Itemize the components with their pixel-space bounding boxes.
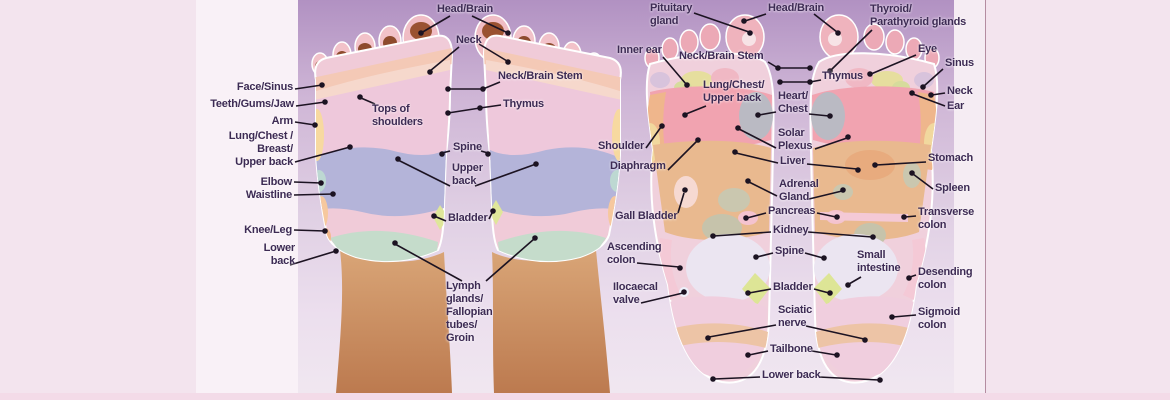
right-margin-strip (954, 0, 986, 393)
label-kidney: Kidney (773, 224, 809, 236)
label-ear-right: Ear (947, 100, 965, 112)
label-ilocaecal-valve: Ilocaecal valve (613, 281, 658, 306)
legs (336, 250, 610, 393)
label-thyroid-parathyroid-glands: Thyroid/ Parathyroid glands (870, 3, 967, 28)
label-tailbone: Tailbone (770, 343, 813, 355)
label-diaphragm: Diaphragm (610, 160, 666, 172)
label-ascending-colon: Ascending colon (607, 241, 662, 266)
label-lung-chest-upper-back-right: Lung/Chest/ Upper back (703, 79, 765, 104)
label-lower-back-right: Lower back (762, 369, 821, 381)
label-eye: Eye (918, 43, 937, 55)
label-thymus-right: Thymus (822, 70, 863, 82)
label-adrenal-gland: Adrenal Gland (779, 178, 819, 203)
label-thymus-left: Thymus (503, 98, 544, 110)
label-elbow: Elbow (260, 176, 293, 188)
label-neck-brain-stem-left: Neck/Brain Stem (498, 70, 583, 82)
label-sciatic-nerve: Sciatic nerve (778, 304, 813, 329)
label-pancreas: Pancreas (768, 205, 816, 217)
label-lower-back-left: Lower back (263, 242, 296, 267)
label-sinus-right: Sinus (945, 57, 974, 69)
label-knee-leg: Knee/Leg (244, 224, 292, 236)
label-upper-back-left: Upper back (452, 162, 483, 187)
label-lymph-glands-fallopian-tubes-groin: Lymph glands/ Fallopian tubes/ Groin (446, 280, 493, 344)
label-neck-right: Neck (947, 85, 973, 97)
label-heart-chest: Heart/ Chest (778, 90, 808, 115)
label-shoulder-right: Shoulder (598, 140, 645, 152)
label-spine-left: Spine (453, 141, 482, 153)
label-spine-right: Spine (775, 245, 804, 257)
label-bladder-right: Bladder (773, 281, 813, 293)
label-waistline: Waistline (245, 189, 292, 201)
left-foot-top-view (311, 14, 454, 263)
label-face-sinus: Face/Sinus (236, 81, 293, 93)
label-lung-chest-breast-upper-back: Lung/Chest / Breast/ Upper back (228, 130, 293, 168)
label-neck-brain-stem-right: Neck/Brain Stem (679, 50, 764, 62)
label-tops-of-shoulders: Tops of shoulders (372, 103, 423, 128)
label-head-brain-right: Head/Brain (768, 2, 825, 14)
label-inner-ear: Inner ear (617, 44, 662, 56)
bottom-strip (0, 393, 1170, 400)
label-solar-plexus: Solar Plexus (778, 127, 813, 152)
left-label-panel (196, 0, 298, 393)
label-gall-bladder: Gall Bladder (615, 210, 678, 222)
label-arm-left: Arm (271, 115, 294, 127)
label-neck-left: Neck (456, 34, 482, 46)
label-spleen: Spleen (935, 182, 970, 194)
label-head-brain-left: Head/Brain (437, 3, 494, 15)
label-pituitary-gland: Pituitary gland (650, 2, 693, 27)
label-liver: Liver (780, 155, 806, 167)
label-teeth-gums-jaw: Teeth/Gums/Jaw (210, 98, 294, 110)
label-transverse-colon: Transverse colon (918, 206, 975, 231)
label-bladder-left: Bladder (448, 212, 488, 224)
label-desending-colon: Desending colon (918, 266, 973, 291)
label-sigmoid-colon: Sigmoid colon (918, 306, 960, 331)
label-stomach: Stomach (928, 152, 974, 164)
label-small-intestine: Small intestine (857, 249, 901, 274)
